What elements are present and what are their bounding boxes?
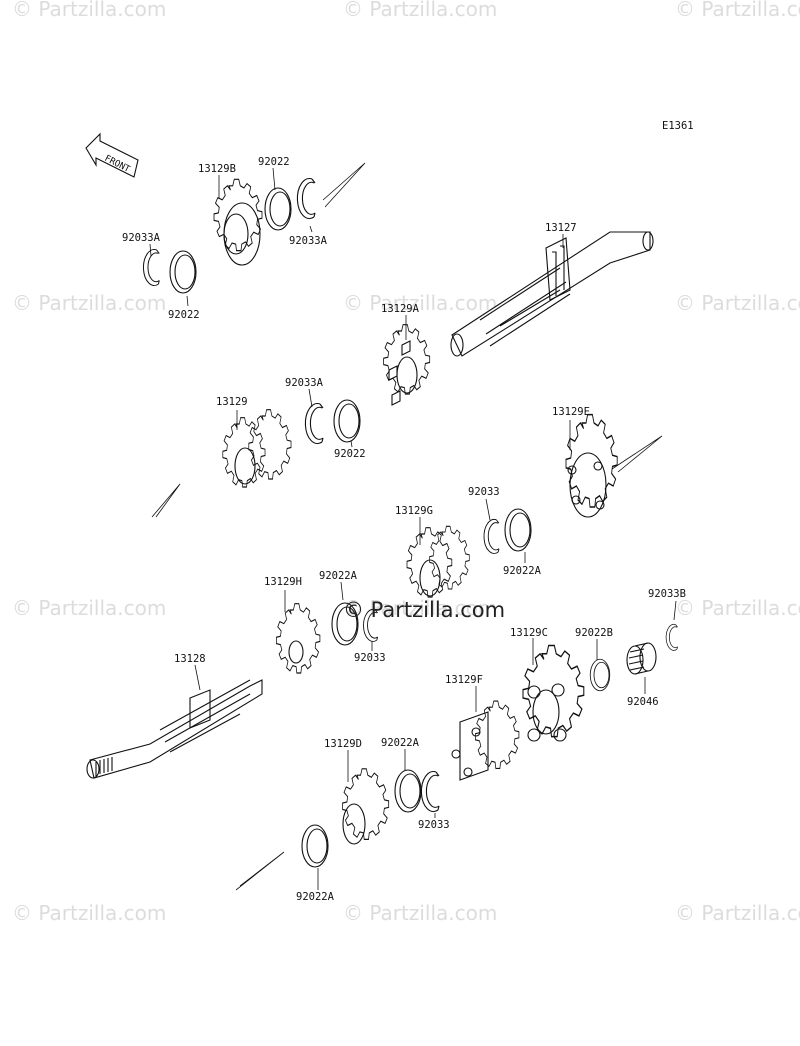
gear-13129G[interactable] bbox=[406, 525, 470, 598]
ring-92022A-right[interactable] bbox=[504, 508, 532, 552]
ring-92022-left[interactable] bbox=[169, 250, 197, 294]
part-label: 13128 bbox=[174, 653, 206, 665]
ring-92022A-bottom[interactable] bbox=[301, 824, 329, 868]
gear-13129C[interactable] bbox=[522, 644, 585, 742]
center-watermark: © Partzilla.com bbox=[343, 598, 505, 622]
part-label: 92022 bbox=[258, 156, 290, 168]
watermark: © Partzilla.com bbox=[343, 0, 497, 21]
watermark: © Partzilla.com bbox=[12, 901, 166, 925]
watermark: © Partzilla.com bbox=[343, 901, 497, 925]
bearing-92046[interactable] bbox=[626, 642, 657, 675]
watermark: © Partzilla.com bbox=[675, 291, 800, 315]
clip-92033-low[interactable] bbox=[420, 770, 440, 813]
part-label: 92022A bbox=[296, 891, 335, 903]
clip-92033A-top[interactable] bbox=[296, 177, 316, 220]
ring-92022B[interactable] bbox=[589, 658, 611, 692]
watermark: © Partzilla.com bbox=[12, 596, 166, 620]
part-label: 92022A bbox=[503, 565, 542, 577]
gear-13129[interactable] bbox=[222, 409, 292, 488]
clip-92033A-mid[interactable] bbox=[304, 402, 324, 445]
front-label: FRONT bbox=[103, 154, 132, 175]
part-label: 92033A bbox=[289, 235, 328, 247]
diagram-code: E1361 bbox=[662, 120, 694, 132]
watermark: © Partzilla.com bbox=[343, 291, 497, 315]
part-label: 13129G bbox=[395, 505, 433, 517]
watermark: © Partzilla.com bbox=[12, 291, 166, 315]
part-label: 13129B bbox=[198, 163, 236, 175]
part-label: 92033A bbox=[285, 377, 324, 389]
part-label: 13129F bbox=[445, 674, 483, 686]
watermark: © Partzilla.com bbox=[343, 596, 497, 620]
part-label: 92022B bbox=[575, 627, 613, 639]
ring-92022-mid[interactable] bbox=[333, 399, 361, 443]
front-arrow-icon: FRONT bbox=[85, 132, 139, 178]
ring-92022-top[interactable] bbox=[264, 187, 292, 231]
gear-13129B[interactable] bbox=[213, 178, 263, 266]
part-label: 13129 bbox=[216, 396, 248, 408]
leader-lines bbox=[149, 167, 677, 890]
part-labels: 13129B 92022 92033A 92033A 92022 13127 1… bbox=[122, 156, 686, 903]
part-label: 92033 bbox=[354, 652, 386, 664]
watermark: © Partzilla.com bbox=[675, 596, 800, 620]
shaft-13127[interactable] bbox=[450, 231, 654, 357]
axis-lines bbox=[151, 162, 663, 891]
gear-13129D[interactable] bbox=[342, 768, 390, 845]
shaft-13128[interactable] bbox=[86, 679, 263, 779]
part-label: 92033 bbox=[418, 819, 450, 831]
part-label: 92033A bbox=[122, 232, 161, 244]
watermark: © Partzilla.com bbox=[675, 0, 800, 21]
part-label: 13127 bbox=[545, 222, 577, 234]
gear-13129E[interactable] bbox=[565, 413, 618, 518]
part-label: 92046 bbox=[627, 696, 659, 708]
part-label: 92022 bbox=[334, 448, 366, 460]
part-label: 92022A bbox=[319, 570, 358, 582]
part-label: 92033 bbox=[468, 486, 500, 498]
part-label: 92033B bbox=[648, 588, 686, 600]
part-label: 13129H bbox=[264, 576, 302, 588]
gear-13129H[interactable] bbox=[275, 603, 321, 674]
watermark: © Partzilla.com bbox=[675, 901, 800, 925]
gear-13129A[interactable] bbox=[383, 324, 431, 406]
watermark: © Partzilla.com bbox=[12, 0, 166, 21]
watermark-layer: © Partzilla.com © Partzilla.com © Partzi… bbox=[12, 0, 800, 925]
gear-13129F[interactable] bbox=[451, 700, 520, 781]
clip-92033B[interactable] bbox=[665, 623, 678, 651]
clip-92033A-left[interactable] bbox=[142, 248, 160, 286]
part-label: 13129E bbox=[552, 406, 590, 418]
ring-92022A-low[interactable] bbox=[394, 769, 422, 813]
part-label: 13129A bbox=[381, 303, 420, 315]
part-label: 92022A bbox=[381, 737, 420, 749]
part-label: 13129D bbox=[324, 738, 362, 750]
clip-92033-upper[interactable] bbox=[483, 518, 500, 554]
part-label: 92022 bbox=[168, 309, 200, 321]
part-label: 13129C bbox=[510, 627, 548, 639]
